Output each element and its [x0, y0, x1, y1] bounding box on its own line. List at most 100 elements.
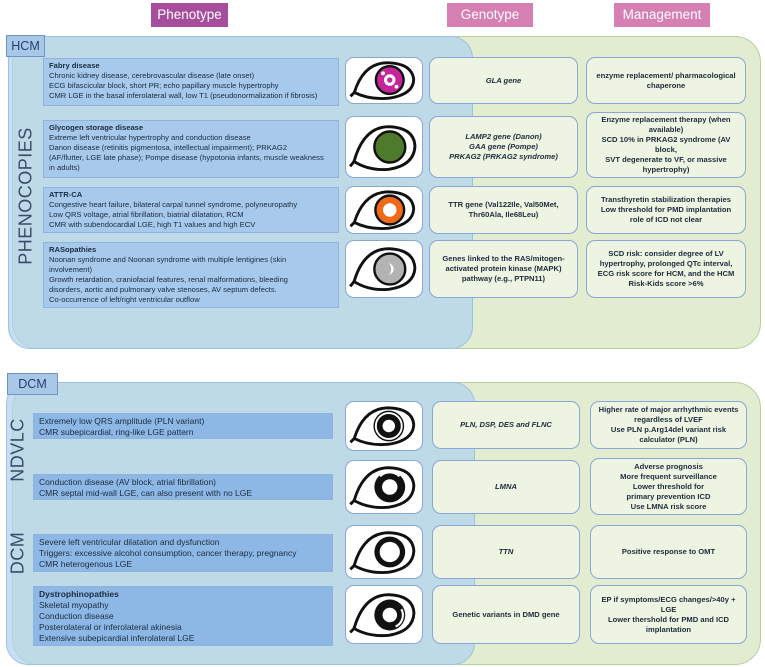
management-header: Management: [614, 3, 710, 27]
gsd-management: Enzyme replacement therapy (when availab…: [586, 112, 746, 178]
attr-gene-2: Thr60Ala, Ile68Leu): [468, 210, 539, 219]
dcm-section-tag: DCM: [7, 373, 58, 395]
gsd-line-3: (AF/flutter, LGE late phase); Pompe dise…: [49, 153, 324, 162]
ttn-management: Positive response to OMT: [590, 525, 747, 579]
lmna-mgmt-5: Use LMNA risk score: [630, 501, 707, 511]
dystro-mgmt-3: implantation: [645, 624, 692, 634]
gsd-title: Glycogen storage disease: [49, 123, 144, 132]
fabry-mgmt-2: chaperone: [646, 80, 686, 90]
dystro-phenotype: Dystrophinopathies Skeletal myopathy Con…: [33, 586, 333, 646]
ndvlc-line-1: Extremely low QRS amplitude (PLN variant…: [39, 416, 205, 426]
ndvlc-phenotype: Extremely low QRS amplitude (PLN variant…: [33, 413, 333, 439]
attr-phenotype: ATTR-CA Congestive heart failure, bilate…: [43, 187, 339, 233]
gsd-line-4: in adults): [49, 163, 80, 172]
gsd-mgmt-5: hypertrophy): [642, 165, 690, 174]
fabry-title: Fabry disease: [49, 61, 100, 70]
lmna-phenotype: Conduction disease (AV block, atrial fib…: [33, 474, 333, 500]
lmna-gene: LMNA: [495, 482, 517, 491]
lmna-mgmt-3: Lower threshold for: [632, 481, 705, 491]
ras-mgmt-3: ECG risk score for HCM, and the HCM: [597, 269, 735, 278]
lmna-eye-box: [345, 460, 423, 514]
dystro-management: EP if symptoms/ECG changes/>40y + LGE Lo…: [590, 585, 747, 644]
attr-line-3: CMR with subendocardial LGE, high T1 val…: [49, 220, 256, 229]
attr-genotype: TTR gene (Val122Ile, Val50Met, Thr60Ala,…: [429, 186, 578, 234]
eye-green-icon: [348, 125, 417, 172]
lmna-management: Adverse prognosis More frequent surveill…: [590, 458, 747, 515]
ras-title: RASopathies: [49, 245, 97, 254]
ndvlc-management: Higher rate of major arrhythmic events r…: [590, 401, 747, 449]
gsd-gene-2: GAA gene (Pompe): [469, 142, 538, 151]
dystro-eye-box: [345, 585, 423, 644]
ras-gene-2: activated protein kinase (MAPK): [445, 264, 562, 273]
ras-phenotype: RASopathies Noonan syndrome and Noonan s…: [43, 242, 339, 308]
ndvlc-eye-box: [345, 401, 423, 451]
attr-mgmt-3: role of ICD not clear: [629, 215, 703, 224]
ndvlc-gene: PLN, DSP, DES and FLNC: [460, 420, 552, 429]
fabry-eye-box: [345, 57, 423, 104]
gsd-mgmt-4: SVT degenerate to VF, or massive: [605, 155, 727, 164]
lmna-mgmt-2: More frequent surveillance: [620, 471, 717, 481]
fabry-line-2: ECG bifascicular block, short PR; echo p…: [49, 81, 279, 90]
ras-gene-3: pathway (e.g., PTPN11): [461, 274, 546, 283]
dystro-line-4: Extensive subepicardial inferolateral LG…: [39, 633, 195, 643]
hcm-section-tag: HCM: [6, 35, 45, 57]
dystro-line-1: Skeletal myopathy: [39, 600, 109, 610]
fabry-management: enzyme replacement/ pharmacological chap…: [586, 57, 746, 104]
phenocopies-label: PHENOCOPIES: [15, 127, 36, 265]
dystro-gene: Genetic variants in DMD gene: [452, 609, 560, 619]
lmna-mgmt-1: Adverse prognosis: [634, 461, 703, 471]
lmna-line-2: CMR septal mid-wall LGE, can also presen…: [39, 488, 253, 498]
ttn-mgmt-1: Positive response to OMT: [621, 547, 716, 556]
ras-gene-1: Genes linked to the RAS/mitogen-: [442, 254, 565, 263]
eye-ring-lge-icon: [349, 406, 416, 447]
ras-eye-box: [345, 240, 423, 298]
fabry-gene: GLA gene: [485, 75, 522, 85]
ras-line-5: Co-occurrence of left/right ventricular …: [49, 295, 200, 304]
ras-management: SCD risk: consider degree of LV hypertro…: [586, 240, 746, 298]
fabry-phenotype: Fabry disease Chronic kidney disease, ce…: [43, 58, 339, 106]
ras-mgmt-4: Risk-Kids score >6%: [628, 279, 704, 288]
attr-mgmt-2: Low threshold for PMD implantation: [600, 205, 732, 214]
attr-gene-1: TTR gene (Val122Ile, Val50Met,: [448, 200, 559, 209]
eye-magenta-icon: [349, 61, 416, 101]
ras-mgmt-2: hypertrophy, prolonged QTc interval,: [599, 259, 733, 268]
dystro-title: Dystrophinopathies: [39, 589, 119, 599]
attr-mgmt-1: Transthyretin stabilization therapies: [601, 195, 731, 204]
phenotype-header: Phenotype: [151, 3, 228, 27]
eye-orange-icon: [349, 190, 416, 231]
attr-title: ATTR-CA: [49, 190, 83, 199]
gsd-mgmt-2: available): [648, 125, 684, 134]
dystro-mgmt-1: EP if symptoms/ECG changes/>40y + LGE: [601, 594, 736, 614]
lmna-line-1: Conduction disease (AV block, atrial fib…: [39, 477, 217, 487]
ras-mgmt-1: SCD risk: consider degree of LV: [608, 249, 724, 258]
ndvlc-label: NDVLC: [7, 418, 28, 482]
eye-grey-icon: [349, 247, 417, 292]
gsd-eye-box: [345, 116, 423, 178]
ndvlc-genotype: PLN, DSP, DES and FLNC: [432, 401, 580, 449]
gsd-mgmt-3: SCD 10% in PRKAG2 syndrome (AV block,: [601, 135, 731, 154]
ras-line-1: Noonan syndrome and Noonan syndrome with…: [49, 255, 287, 264]
gsd-genotype: LAMP2 gene (Danon) GAA gene (Pompe) PRKA…: [429, 116, 578, 178]
attr-line-1: Congestive heart failure, bilateral carp…: [49, 200, 298, 209]
ttn-phenotype: Severe left ventricular dilatation and d…: [33, 534, 333, 572]
gsd-mgmt-1: Enzyme replacement therapy (when: [601, 115, 731, 124]
attr-line-2: Low QRS voltage, atrial fibrillation, bi…: [49, 210, 244, 219]
fabry-line-3: CMR LGE in the basal inferolateral wall,…: [49, 91, 318, 100]
attr-management: Transthyretin stabilization therapies Lo…: [586, 186, 746, 234]
ttn-line-1: Severe left ventricular dilatation and d…: [39, 537, 220, 547]
dystro-mgmt-2: Lower thershold for PMD and ICD: [607, 614, 730, 624]
eye-dilated-icon: [349, 531, 416, 574]
lmna-mgmt-4: primary prevention ICD: [626, 491, 711, 501]
attr-eye-box: [345, 186, 423, 234]
ras-genotype: Genes linked to the RAS/mitogen- activat…: [429, 240, 578, 298]
dystro-genotype: Genetic variants in DMD gene: [432, 585, 580, 644]
ras-line-3: Growth retardation, craniofacial feature…: [49, 275, 288, 284]
ndvlc-mgmt-3: Use PLN p.Arg14del variant risk: [610, 425, 727, 434]
ndvlc-line-2: CMR subepicardial, ring-like LGE pattern: [39, 427, 194, 437]
ttn-eye-box: [345, 525, 423, 579]
dystro-line-3: Posterolateral or inferolateral akinesia: [39, 622, 182, 632]
ttn-line-2: Triggers: excessive alcohol consumption,…: [39, 548, 297, 558]
gsd-phenotype: Glycogen storage disease Extreme left ve…: [43, 120, 339, 178]
ras-line-4: disorders, aortic and pulmonary valve st…: [49, 285, 277, 294]
genotype-header: Genotype: [447, 3, 533, 27]
